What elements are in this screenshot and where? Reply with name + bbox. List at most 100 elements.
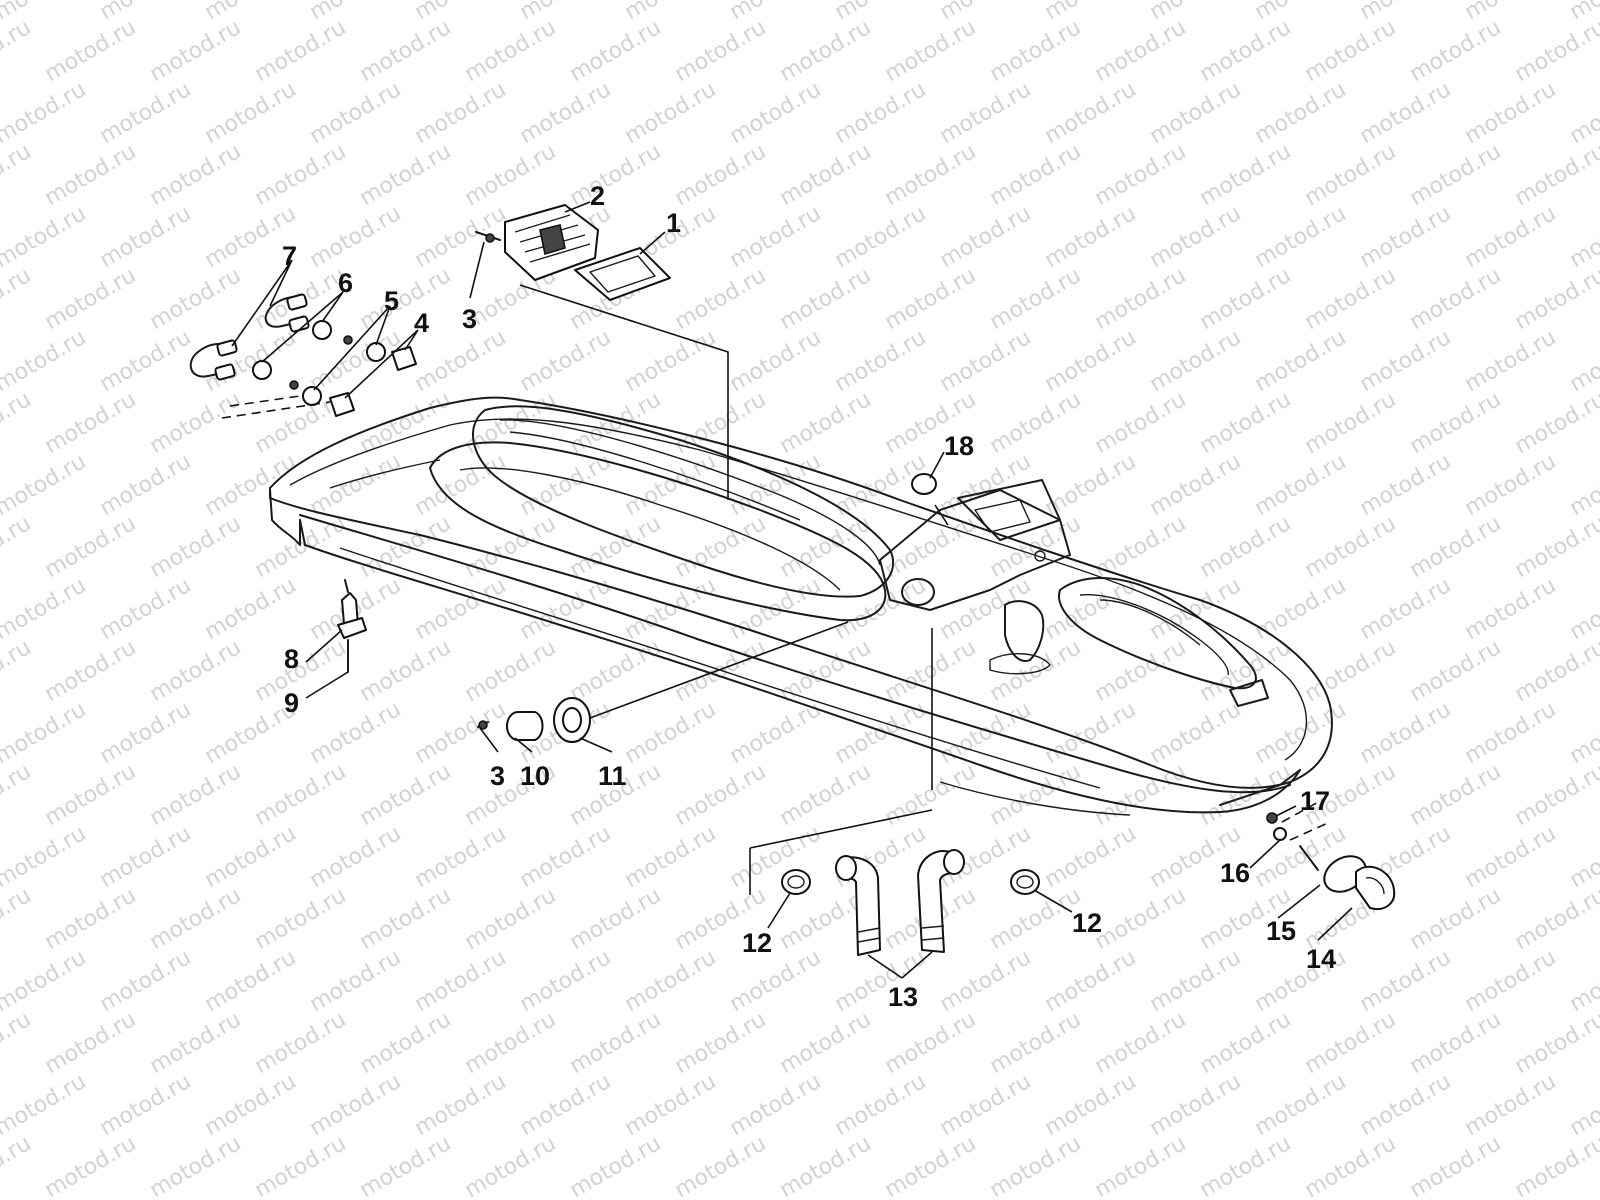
- watermark-text: motod.ru: [1356, 77, 1456, 149]
- watermark-text: motod.ru: [1566, 697, 1600, 769]
- watermark-text: motod.ru: [1091, 387, 1191, 459]
- callout-18: 18: [944, 431, 974, 461]
- watermark-text: motod.ru: [1356, 1069, 1456, 1141]
- watermark-text: motod.ru: [1301, 387, 1401, 459]
- watermark-text: motod.ru: [96, 1069, 196, 1141]
- callout-14: 14: [1306, 944, 1336, 974]
- watermark-text: motod.ru: [201, 1069, 301, 1141]
- watermark-text: motod.ru: [726, 697, 826, 769]
- watermark-text: motod.ru: [411, 697, 511, 769]
- callout-9: 9: [284, 688, 299, 718]
- watermark-text: motod.ru: [41, 883, 141, 955]
- watermark-text: motod.ru: [936, 697, 1036, 769]
- watermark-text: motod.ru: [0, 77, 90, 149]
- callout-4: 4: [414, 308, 429, 338]
- watermark-text: motod.ru: [1251, 325, 1351, 397]
- watermark-text: motod.ru: [516, 821, 616, 893]
- watermark-text: motod.ru: [306, 201, 406, 273]
- watermark-text: motod.ru: [96, 821, 196, 893]
- watermark-text: motod.ru: [1356, 0, 1456, 25]
- watermark-text: motod.ru: [1196, 1007, 1296, 1079]
- watermark-text: motod.ru: [41, 1131, 141, 1200]
- watermark-text: motod.ru: [831, 201, 931, 273]
- watermark-text: motod.ru: [1146, 325, 1246, 397]
- watermark-text: motod.ru: [671, 387, 771, 459]
- watermark-text: motod.ru: [1251, 201, 1351, 273]
- watermark-text: motod.ru: [1511, 511, 1600, 583]
- watermark-text: motod.ru: [201, 573, 301, 645]
- watermark-text: motod.ru: [1146, 0, 1246, 25]
- watermark-text: motod.ru: [1091, 1007, 1191, 1079]
- watermark-text: motod.ru: [461, 1007, 561, 1079]
- watermark-text: motod.ru: [986, 883, 1086, 955]
- watermark-text: motod.ru: [1461, 697, 1561, 769]
- watermark-text: motod.ru: [776, 1007, 876, 1079]
- watermark-text: motod.ru: [251, 635, 351, 707]
- watermark-text: motod.ru: [1091, 759, 1191, 831]
- watermark-text: motod.ru: [1196, 15, 1296, 87]
- watermark-text: motod.ru: [1406, 139, 1506, 211]
- watermark-text: motod.ru: [146, 635, 246, 707]
- watermark-text: motod.ru: [1041, 945, 1141, 1017]
- watermark-text: motod.ru: [1461, 449, 1561, 521]
- callout-15: 15: [1266, 916, 1296, 946]
- watermark-text: motod.ru: [41, 139, 141, 211]
- watermark-text: motod.ru: [566, 883, 666, 955]
- watermark-text: motod.ru: [1251, 573, 1351, 645]
- watermark-text: motod.ru: [1301, 1131, 1401, 1200]
- watermark-text: motod.ru: [881, 759, 981, 831]
- watermark-text: motod.ru: [1511, 139, 1600, 211]
- watermark-text: motod.ru: [936, 201, 1036, 273]
- watermark-text: motod.ru: [936, 325, 1036, 397]
- watermark-text: motod.ru: [881, 635, 981, 707]
- watermark-text: motod.ru: [306, 0, 406, 25]
- watermark-text: motod.ru: [356, 15, 456, 87]
- watermark-text: motod.ru: [621, 325, 721, 397]
- watermark-text: motod.ru: [0, 201, 90, 273]
- watermark-text: motod.ru: [776, 139, 876, 211]
- watermark-text: motod.ru: [201, 449, 301, 521]
- watermark-text: motod.ru: [1091, 139, 1191, 211]
- watermark-text: motod.ru: [96, 77, 196, 149]
- watermark-text: motod.ru: [831, 77, 931, 149]
- watermark-text: motod.ru: [0, 883, 35, 955]
- callout-1: 1: [666, 208, 681, 238]
- watermark-text: motod.ru: [1406, 883, 1506, 955]
- watermark-text: motod.ru: [356, 1131, 456, 1200]
- watermark-text: motod.ru: [1146, 77, 1246, 149]
- watermark-text: motod.ru: [96, 325, 196, 397]
- watermark-text: motod.ru: [1566, 77, 1600, 149]
- watermark-text: motod.ru: [726, 325, 826, 397]
- watermark-text: motod.ru: [461, 511, 561, 583]
- watermark-text: motod.ru: [1301, 139, 1401, 211]
- callout-16: 16: [1220, 858, 1250, 888]
- watermark-text: motod.ru: [831, 1069, 931, 1141]
- watermark-text: motod.ru: [776, 1131, 876, 1200]
- watermark-text: motod.ru: [726, 201, 826, 273]
- watermark-text: motod.ru: [936, 945, 1036, 1017]
- watermark-text: motod.ru: [1511, 883, 1600, 955]
- callout-10: 10: [520, 761, 550, 791]
- watermark-text: motod.ru: [1041, 1069, 1141, 1141]
- watermark-text: motod.ru: [621, 77, 721, 149]
- watermark-text: motod.ru: [411, 449, 511, 521]
- watermark-text: motod.ru: [356, 263, 456, 335]
- callout-3a: 3: [462, 304, 477, 334]
- watermark-text: motod.ru: [411, 77, 511, 149]
- watermark-text: motod.ru: [726, 945, 826, 1017]
- watermark-text: motod.ru: [1146, 945, 1246, 1017]
- watermark-text: motod.ru: [306, 77, 406, 149]
- watermark-text: motod.ru: [1406, 759, 1506, 831]
- watermark-text: motod.ru: [776, 759, 876, 831]
- callout-8: 8: [284, 644, 299, 674]
- watermark-text: motod.ru: [1566, 325, 1600, 397]
- watermark-text: motod.ru: [1251, 449, 1351, 521]
- assembly-guide-lines: [519, 284, 949, 895]
- watermark-text: motod.ru: [881, 1007, 981, 1079]
- watermark-text: motod.ru: [356, 883, 456, 955]
- watermark-text: motod.ru: [0, 1069, 90, 1141]
- watermark-text: motod.ru: [516, 1069, 616, 1141]
- watermark-text: motod.ru: [566, 1131, 666, 1200]
- watermark-text: motod.ru: [461, 883, 561, 955]
- watermark-text: motod.ru: [1091, 883, 1191, 955]
